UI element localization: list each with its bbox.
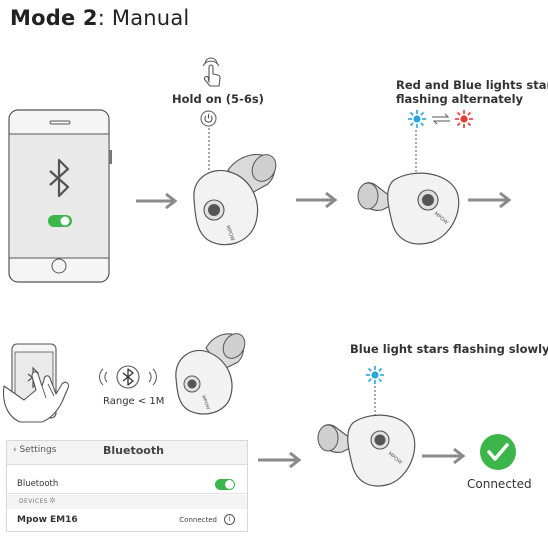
devices-label: DEVICES [19, 498, 48, 505]
connected-label: Connected [467, 477, 532, 491]
arrow-right-icon [422, 447, 466, 465]
earbud-illustration: MPOW [357, 172, 460, 245]
bluetooth-range-icon [99, 365, 157, 389]
earbud-brand: MPOW [200, 395, 211, 411]
back-label: Settings [19, 445, 57, 455]
devices-section-header: DEVICES ✲ [7, 495, 247, 509]
phone-illustration [8, 109, 112, 283]
arrow-right-icon [258, 451, 302, 469]
title-separator: : [97, 6, 106, 30]
bluetooth-row: Bluetooth [7, 476, 247, 494]
earbud-brand: MPOW [224, 225, 235, 242]
bluetooth-icon [122, 368, 134, 386]
loading-spinner-icon: ✲ [49, 496, 56, 505]
power-icon [200, 110, 217, 127]
info-icon[interactable]: i [224, 514, 235, 525]
device-row[interactable]: Mpow EM16 Connected i [7, 511, 247, 529]
device-status: Connected [179, 516, 217, 524]
finger-press-icon [202, 57, 221, 87]
mode-number: Mode 2 [10, 6, 98, 30]
page-title: Mode 2: Manual [10, 6, 189, 30]
earbud-illustration: MPOW [317, 414, 416, 487]
bluetooth-row-label: Bluetooth [17, 479, 59, 489]
hand-phone-illustration [2, 343, 70, 423]
hold-instruction: Hold on (5-6s) [172, 92, 264, 106]
arrow-right-icon [296, 191, 338, 209]
settings-header: ‹ Settings Bluetooth [7, 441, 247, 465]
checkmark-icon [480, 434, 516, 470]
range-label: Range < 1M [103, 396, 165, 407]
flash-instruction-line2: flashing alternately [396, 92, 524, 106]
bluetooth-icon [49, 158, 70, 198]
slow-flash-instruction: Blue light stars flashing slowly [350, 342, 548, 356]
bluetooth-toggle[interactable] [215, 479, 235, 490]
flash-instruction-line1: Red and Blue lights start [396, 78, 548, 92]
arrow-right-icon [468, 191, 512, 209]
device-name: Mpow EM16 [17, 515, 78, 525]
dotted-indicator-line [374, 386, 376, 438]
blue-light-icon [366, 366, 384, 384]
bluetooth-settings-panel: ‹ Settings Bluetooth Bluetooth DEVICES ✲… [6, 440, 248, 532]
blue-light-icon [408, 110, 426, 128]
earbud-illustration: MPOW [175, 333, 246, 415]
earbud-illustration: MPOW [193, 154, 277, 246]
back-button[interactable]: ‹ Settings [13, 445, 57, 455]
red-light-icon [455, 110, 473, 128]
cycle-icon [432, 113, 450, 125]
mode-name: Manual [111, 6, 190, 30]
arrow-right-icon [136, 192, 178, 210]
settings-title: Bluetooth [103, 444, 164, 457]
